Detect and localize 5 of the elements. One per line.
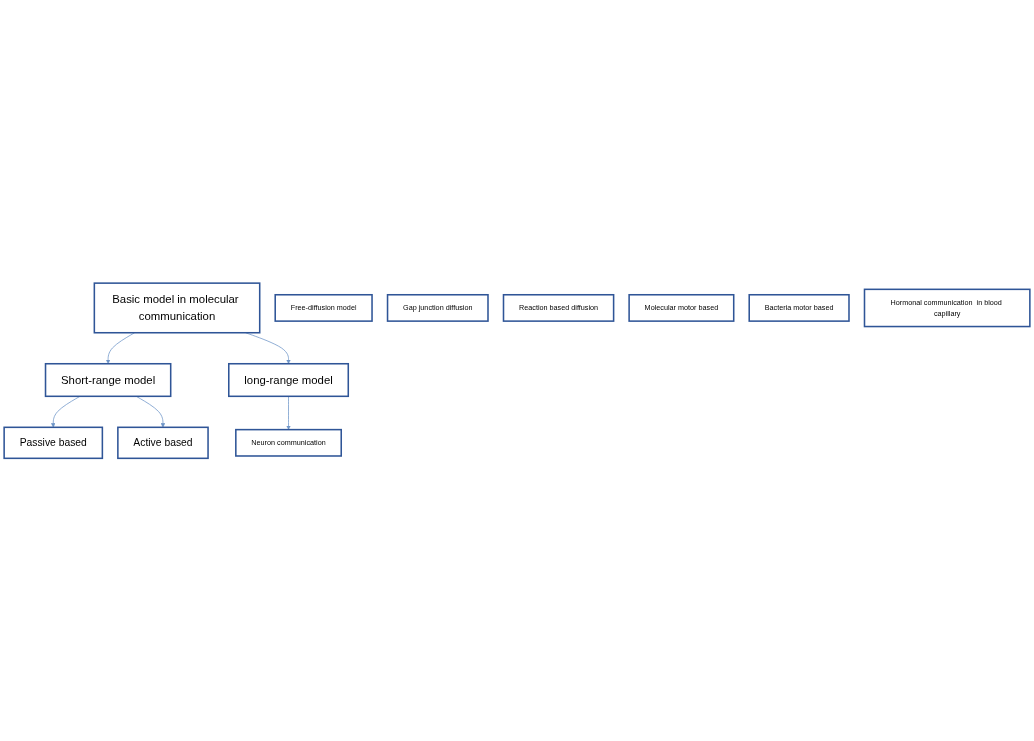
node-box: Active based xyxy=(117,426,209,459)
node-box: Passive based xyxy=(3,426,104,459)
node-box: Basic model in molecular communication xyxy=(93,282,261,334)
node-box: long-range model xyxy=(228,362,350,397)
node-box: Short-range model xyxy=(44,362,172,397)
